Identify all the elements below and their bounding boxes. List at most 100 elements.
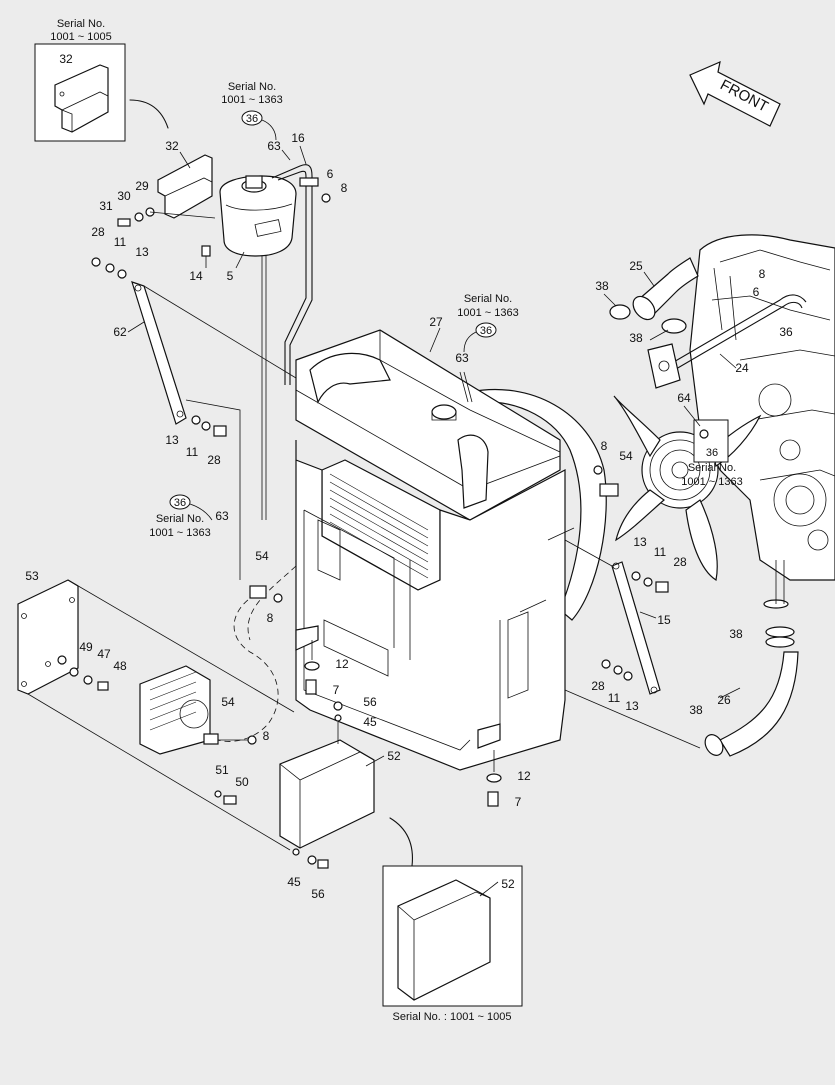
part-label-15: 15 xyxy=(657,613,671,627)
part-label-53: 53 xyxy=(25,569,39,583)
part-label-29: 29 xyxy=(135,179,149,193)
inset-cover-52 xyxy=(382,865,523,1007)
part-label-30: 30 xyxy=(117,189,131,203)
part-label-63-c: 63 xyxy=(455,351,469,365)
ref-circle-36-c: 36 xyxy=(169,494,213,521)
bracket-32 xyxy=(157,154,213,219)
part-label-64: 64 xyxy=(677,391,691,405)
serial-range-1363-a: 1001 ~ 1363 xyxy=(221,94,282,106)
part-label-49: 49 xyxy=(79,640,93,654)
part-label-56-a: 56 xyxy=(363,695,377,709)
callout-leaders xyxy=(127,145,741,897)
part-label-25: 25 xyxy=(629,259,643,273)
part-label-12-a: 12 xyxy=(335,657,349,671)
part-label-11-c: 11 xyxy=(654,545,667,559)
serial-no-title-2: Serial No. xyxy=(228,81,276,93)
part-label-31: 31 xyxy=(99,199,113,213)
hose-clamps-38-a xyxy=(609,304,687,334)
part-label-52: 52 xyxy=(387,749,401,763)
part-label-32-inset: 32 xyxy=(59,52,73,66)
part-label-13-a: 13 xyxy=(135,245,149,259)
part-label-11-a: 11 xyxy=(114,235,127,249)
pipe-24 xyxy=(659,294,807,371)
engine-block xyxy=(689,234,835,581)
part-label-54-c: 54 xyxy=(221,695,235,709)
leader-arrow-bottom xyxy=(389,817,413,867)
part-label-38-c: 38 xyxy=(729,627,743,641)
part-label-45-b: 45 xyxy=(287,875,301,889)
inset-part-36 xyxy=(693,419,729,463)
serial-range-1005-a: 1001 ~ 1005 xyxy=(50,31,111,43)
bolts-12-7-b xyxy=(486,750,502,807)
bolts-12-7-a xyxy=(304,640,320,695)
bolts-50-51 xyxy=(214,790,237,805)
serial-range-1363-c: 1001 ~ 1363 xyxy=(149,527,210,539)
part-label-63-b: 63 xyxy=(215,509,229,523)
thermostat-housing xyxy=(647,343,681,389)
part-label-50: 50 xyxy=(235,775,249,789)
ref-36-b: 36 xyxy=(480,325,492,337)
serial-no-title-3: Serial No. xyxy=(464,293,512,305)
lower-hose-26 xyxy=(704,560,799,757)
ref-circle-36-a: 36 xyxy=(241,110,277,141)
part-label-26: 26 xyxy=(717,693,731,707)
part-label-8-c: 8 xyxy=(601,439,608,453)
front-direction-arrow: FRONT xyxy=(689,60,781,127)
part-label-38-a: 38 xyxy=(595,279,609,293)
part-label-8-b: 8 xyxy=(759,267,766,281)
serial-no-title-5: Serial No. xyxy=(688,462,736,474)
coolant-reservoir xyxy=(219,175,297,257)
part-label-11-d: 11 xyxy=(608,691,621,705)
part-label-38-b: 38 xyxy=(629,331,643,345)
part-label-38-d: 38 xyxy=(689,703,703,717)
part-label-7-a: 7 xyxy=(333,683,340,697)
cover-52 xyxy=(279,701,375,869)
part-label-14: 14 xyxy=(189,269,203,283)
part-label-13-b: 13 xyxy=(165,433,179,447)
part-label-52-inset: 52 xyxy=(501,877,515,891)
bolt-14 xyxy=(201,245,211,257)
serial-no-title-1: Serial No. xyxy=(57,18,105,30)
leader-arrow-inset xyxy=(129,99,169,129)
part-label-28-b: 28 xyxy=(207,453,221,467)
pipe-24-b xyxy=(663,301,803,377)
part-label-63-a: 63 xyxy=(267,139,281,153)
serial-no-title-4: Serial No. xyxy=(156,513,204,525)
inset-bracket-32 xyxy=(34,43,126,142)
part-label-8-a: 8 xyxy=(341,181,348,195)
hose-54-dashed xyxy=(217,593,279,742)
part-label-6-a: 6 xyxy=(327,167,334,181)
ref-circle-36-b: 36 xyxy=(463,322,497,353)
serial-range-1363-d: 1001 ~ 1363 xyxy=(681,476,742,488)
bracket-53 xyxy=(17,579,295,851)
part-label-27: 27 xyxy=(429,315,443,329)
part-label-8-d: 8 xyxy=(267,611,274,625)
hose-63-top xyxy=(459,371,473,403)
bottom-serial-label: Serial No. : 1001 ~ 1005 xyxy=(393,1011,512,1023)
stay-rod-15 xyxy=(564,539,701,749)
connector-54-b xyxy=(593,465,619,497)
part-label-51: 51 xyxy=(215,763,229,777)
part-label-56-b: 56 xyxy=(311,887,325,901)
ref-36-c: 36 xyxy=(174,497,186,509)
overflow-hose-16 xyxy=(271,164,313,385)
radiator-assembly-27 xyxy=(295,329,607,771)
part-label-7-b: 7 xyxy=(515,795,522,809)
drain-line xyxy=(261,256,267,520)
part-label-5: 5 xyxy=(227,269,234,283)
upper-hose-25 xyxy=(632,257,699,321)
ref-36-a: 36 xyxy=(246,113,258,125)
part-label-45-a: 45 xyxy=(363,715,377,729)
stay-rod-62 xyxy=(91,257,297,580)
connector-54-a xyxy=(249,585,283,603)
clamp-6-a xyxy=(299,177,331,203)
serial-range-1363-b: 1001 ~ 1363 xyxy=(457,307,518,319)
control-unit xyxy=(139,665,257,755)
part-label-11-b: 11 xyxy=(186,445,199,459)
part-label-62: 62 xyxy=(113,325,127,339)
part-label-16: 16 xyxy=(291,131,305,145)
part-label-28-a: 28 xyxy=(91,225,105,239)
part-label-32: 32 xyxy=(165,139,179,153)
part-label-13-c: 13 xyxy=(633,535,647,549)
